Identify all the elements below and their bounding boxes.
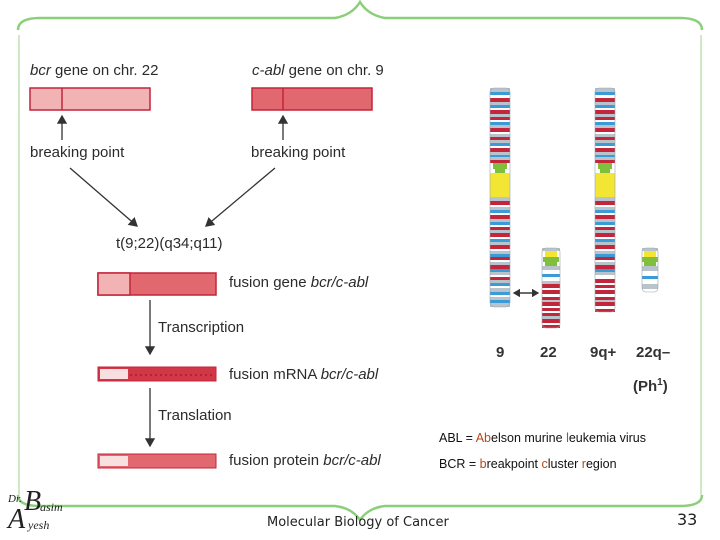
page-number: 33 — [677, 510, 698, 529]
chromosome-9q-plus-label: 9q+ — [590, 344, 617, 361]
abl-definition: ABL = Abelson murine leukemia virus — [439, 431, 646, 445]
abl-gene-label: c-abl gene on chr. 9 — [252, 62, 384, 80]
breaking-point-left-label: breaking point — [30, 144, 125, 161]
abl-def-part-1: Ab — [475, 431, 492, 445]
fusion-mrna-label: fusion mRNA bcr/c-abl — [229, 366, 378, 384]
abl-def-part-4: l — [566, 431, 569, 445]
signature-name-2: yesh — [28, 518, 50, 532]
transcription-label: Transcription — [158, 319, 245, 336]
abl-gene-bar — [251, 87, 373, 111]
signature-initial-a: A — [8, 504, 26, 535]
chromosome-9-label: 9 — [496, 344, 505, 361]
fusion-gene-prefix: fusion gene — [229, 274, 311, 291]
fusion-mrna-name: bcr/c-abl — [320, 366, 379, 383]
signature-dr: Dr. — [8, 493, 22, 505]
philadelphia-label: (Ph1) — [633, 377, 668, 395]
fusion-gene-bar — [97, 272, 217, 296]
fusion-protein-name: bcr/c-abl — [323, 452, 381, 469]
signature-name-1: asim — [40, 500, 63, 514]
abl-gene-name: c-abl — [252, 62, 285, 79]
bcr-definition: BCR = breakpoint cluster region — [439, 457, 617, 471]
bcr-def-prefix: BCR = — [439, 457, 480, 471]
fusion-gene-name: bcr/c-abl — [310, 274, 369, 291]
ph-close: ) — [662, 378, 668, 395]
chromosome-22q-minus-ideogram — [641, 247, 659, 293]
translation-label: Translation — [158, 407, 232, 424]
course-title: Molecular Biology of Cancer — [267, 515, 449, 530]
abl-def-part-3: son murine — [500, 431, 567, 445]
abl-def-part-2: el — [491, 431, 501, 445]
bcr-def-part-4: luster — [547, 457, 582, 471]
fusion-protein-label: fusion protein bcr/c-abl — [229, 452, 381, 470]
fusion-mrna-bar — [97, 366, 217, 382]
chromosome-22q-minus-label: 22q– — [636, 344, 671, 361]
ph-label-text: (Ph — [633, 378, 658, 395]
converge-arrow-right — [205, 167, 276, 227]
bcr-def-part-1: b — [479, 457, 487, 471]
fusion-mrna-prefix: fusion mRNA — [229, 366, 321, 383]
bcr-def-part-3: c — [541, 457, 548, 471]
fusion-protein-prefix: fusion protein — [229, 452, 324, 469]
bcr-def-part-5: r — [581, 457, 586, 471]
breaking-point-right-label: breaking point — [251, 144, 346, 161]
bcr-def-part-6: egion — [585, 457, 617, 471]
fusion-gene-label: fusion gene bcr/c-abl — [229, 274, 368, 292]
fusion-protein-bar — [97, 453, 217, 469]
chromosome-panel — [489, 87, 659, 329]
abl-def-part-5: eukemia virus — [568, 431, 646, 445]
chromosome-22-label: 22 — [540, 344, 557, 361]
bcr-gene-name: bcr — [30, 62, 51, 79]
chromosome-9q-plus-ideogram — [594, 87, 616, 313]
abl-def-prefix: ABL = — [439, 431, 476, 445]
translocation-label: t(9;22)(q34;q11) — [116, 235, 223, 252]
gene-diagram-graphics — [29, 87, 373, 469]
ph-superscript: 1 — [657, 377, 663, 388]
chromosome-22-ideogram — [541, 247, 561, 329]
abl-gene-rest: gene on chr. 9 — [284, 62, 384, 79]
signature-initial-b: B — [24, 486, 42, 517]
bcr-gene-rest: gene on chr. 22 — [50, 62, 159, 79]
converge-arrow-left — [69, 167, 138, 227]
chromosome-9-ideogram — [489, 87, 511, 308]
bcr-def-part-2: reakpoint — [486, 457, 542, 471]
bcr-gene-label: bcr gene on chr. 22 — [30, 62, 158, 80]
bcr-gene-bar — [29, 87, 151, 111]
